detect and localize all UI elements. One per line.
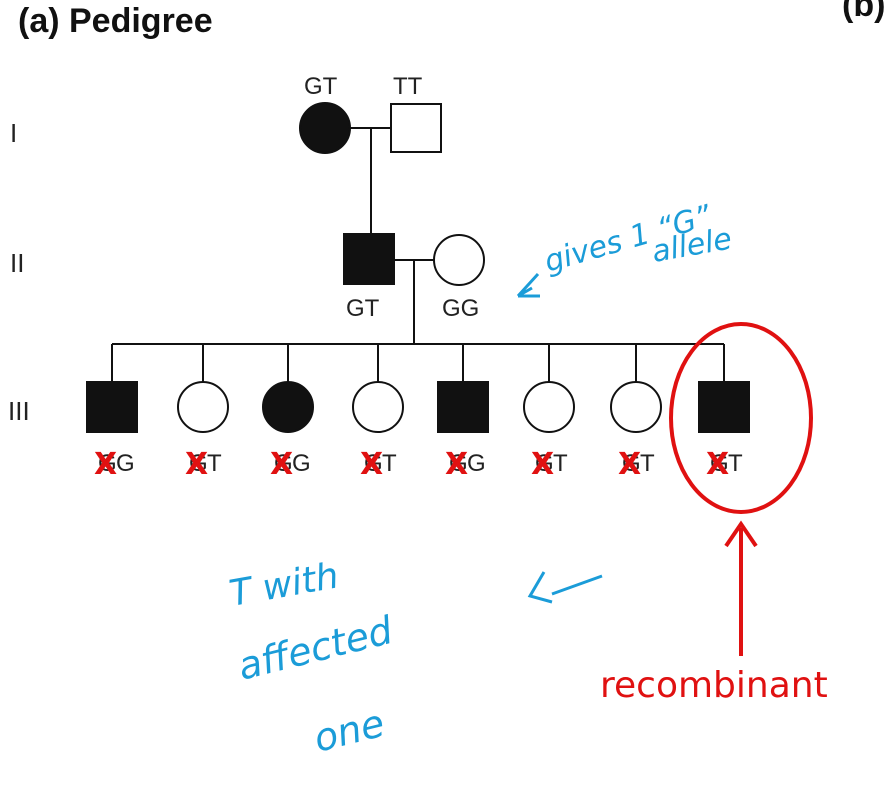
gen2-unaffected-female xyxy=(433,234,485,286)
gen3-crossed-allele-1: G xyxy=(98,450,117,477)
gen3-crossed-allele-6: G xyxy=(535,450,554,477)
gen3-genotype-7: T xyxy=(640,450,655,477)
cross-out-mark-5: X xyxy=(445,447,468,482)
t-with-line3: one xyxy=(310,701,389,761)
gen1-mother-genotype: GT xyxy=(304,73,338,100)
recombinant-label: recombinant xyxy=(600,665,828,706)
panel-b-title: (b) xyxy=(842,0,886,24)
gen2-father-genotype: GT xyxy=(346,295,380,322)
gen3-genotype-2: T xyxy=(207,450,222,477)
generation-label-2: II xyxy=(10,248,24,278)
gen3-genotype-5: G xyxy=(467,450,486,477)
panel-a-title: (a) Pedigree xyxy=(18,2,213,40)
gen3-crossed-allele-2: G xyxy=(189,450,208,477)
gen3-genotype-8: T xyxy=(728,450,743,477)
gen1-unaffected-male xyxy=(390,103,442,153)
gen2-mother-genotype: GG xyxy=(442,295,479,322)
cross-out-mark-1: X xyxy=(94,447,117,482)
gen1-affected-female xyxy=(299,102,351,154)
gen3-genotype-6: T xyxy=(553,450,568,477)
gen3-crossed-allele-7: G xyxy=(622,450,641,477)
generation-label-1: I xyxy=(10,118,17,148)
t-with-affected-annotation: T with affected one xyxy=(226,555,603,761)
unaffected-female-7 xyxy=(610,381,662,433)
unaffected-female-2 xyxy=(177,381,229,433)
cross-out-mark-7: X xyxy=(618,447,641,482)
cross-out-mark-6: X xyxy=(531,447,554,482)
unaffected-female-6 xyxy=(523,381,575,433)
gen3-crossed-allele-3: G xyxy=(274,450,293,477)
affected-male-8 xyxy=(698,381,750,433)
cross-out-mark-2: X xyxy=(185,447,208,482)
gen3-genotype-4: T xyxy=(382,450,397,477)
gen3-crossed-allele-8: G xyxy=(710,450,729,477)
arrow-up-icon xyxy=(724,520,758,548)
t-with-line2: affected xyxy=(234,608,398,689)
generation-label-3: III xyxy=(8,396,30,426)
gen3-crossed-allele-5: G xyxy=(449,450,468,477)
arrow-left-icon xyxy=(527,571,603,604)
arrow-left-icon xyxy=(516,272,540,298)
cross-out-mark-8: X xyxy=(706,447,729,482)
affected-male-5 xyxy=(437,381,489,433)
gen2-affected-male xyxy=(343,233,395,285)
affected-female-3 xyxy=(262,381,314,433)
cross-out-mark-4: X xyxy=(360,447,383,482)
gives-allele-annotation: gives 1 “G” allele xyxy=(516,199,734,298)
cross-out-mark-3: X xyxy=(270,447,293,482)
recombinant-circle xyxy=(669,322,813,514)
t-with-line1: T with xyxy=(226,555,341,614)
gen3-genotype-1: G xyxy=(116,450,135,477)
recombinant-annotation: recombinant xyxy=(600,322,828,706)
affected-male-1 xyxy=(86,381,138,433)
gen1-father-genotype: TT xyxy=(393,73,423,100)
gen3-genotype-3: G xyxy=(292,450,311,477)
unaffected-female-4 xyxy=(352,381,404,433)
gen3-crossed-allele-4: G xyxy=(364,450,383,477)
